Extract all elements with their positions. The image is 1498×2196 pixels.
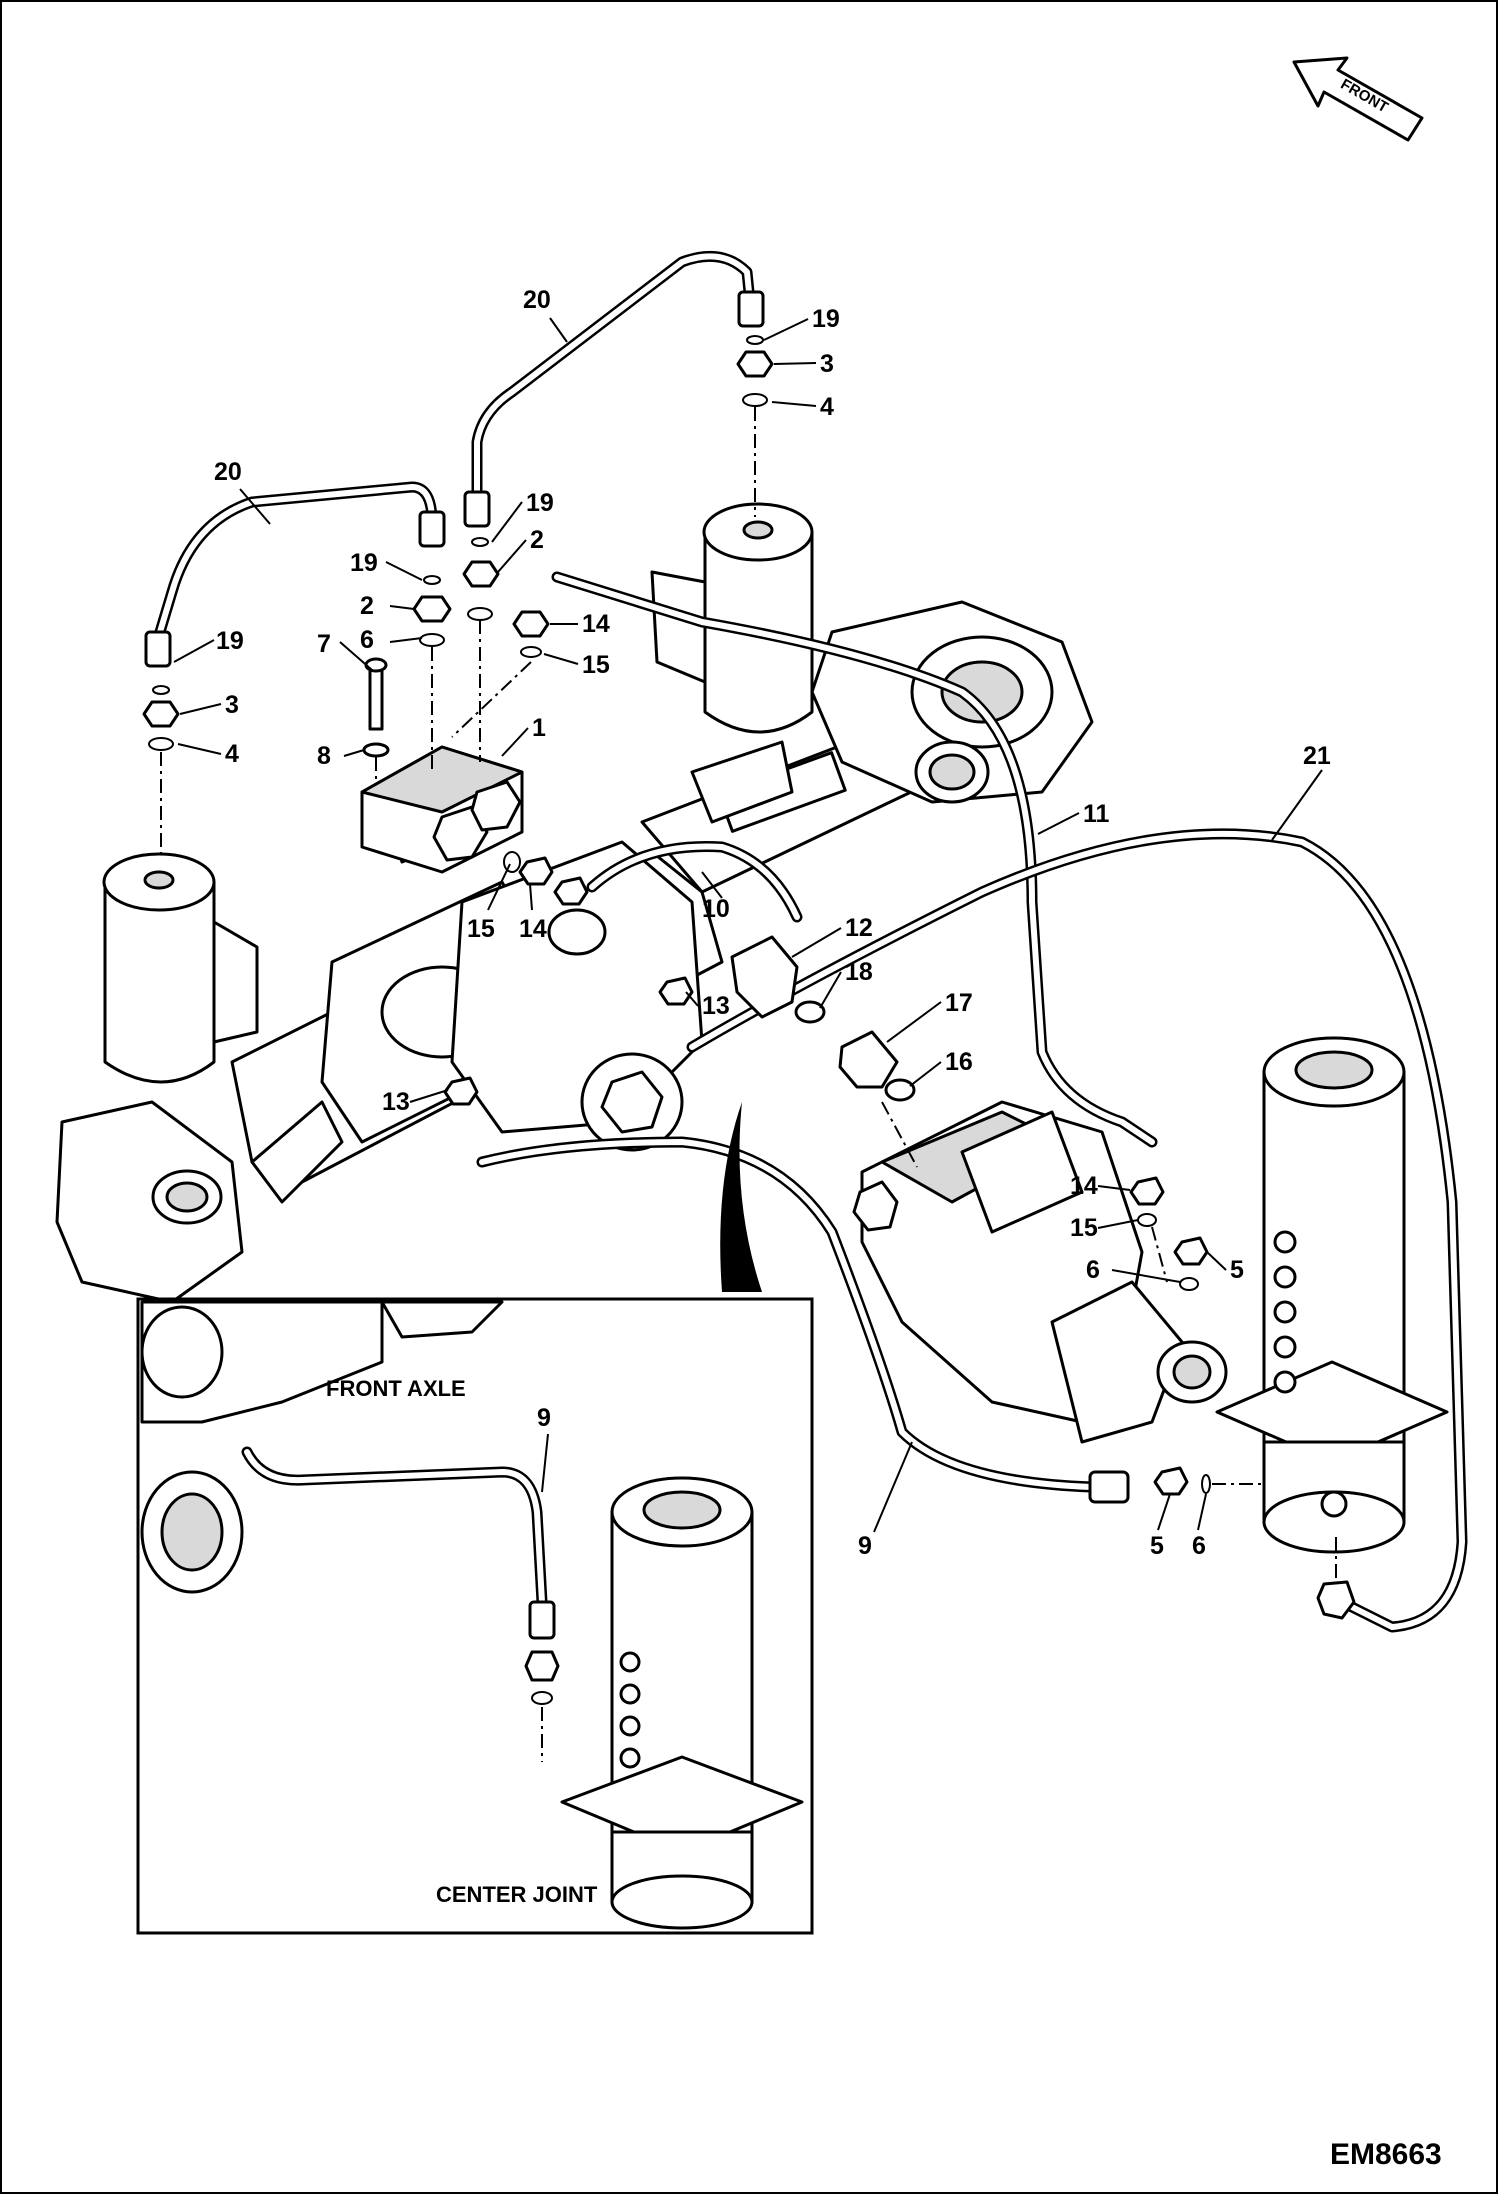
leader-line [529,883,533,911]
callout-14: 14 [519,915,547,943]
leader-line [541,1433,549,1493]
callout-11: 11 [1083,800,1110,828]
hose-11 [551,571,1158,1148]
leader-line [1197,1493,1207,1531]
callout-14: 14 [1070,1172,1098,1200]
center-lines [160,407,1337,1580]
hose-10 [586,841,803,923]
leader-line [549,317,568,343]
leader-line [1206,1251,1227,1271]
front-direction-arrow: FRONT [1292,56,1424,142]
tube-20-left [144,481,446,668]
leader-line [385,561,423,581]
callout-19: 19 [216,627,244,655]
callout-9: 9 [537,1404,551,1432]
callout-15: 15 [1070,1214,1098,1242]
callout-19: 19 [350,549,378,577]
leader-line [389,605,415,610]
diagram-code: EM8663 [1330,2138,1442,2171]
hose-9 [476,1136,1118,1493]
leader-line [487,863,511,911]
leader-line [886,1001,942,1043]
leader-line [685,991,699,1007]
callout-19: 19 [812,305,840,333]
center-joint-label: CENTER JOINT [436,1882,598,1907]
callout-5: 5 [1150,1532,1164,1560]
callout-20: 20 [214,458,242,486]
callout-2: 2 [360,592,374,620]
callout-13: 13 [382,1088,410,1116]
callout-9: 9 [858,1532,872,1560]
callout-1: 1 [532,714,546,742]
callout-7: 7 [317,630,331,658]
leader-line [239,488,271,525]
leader-line [873,1441,913,1533]
leader-line [819,971,842,1009]
leader-line [179,703,222,715]
callout-6: 6 [360,626,374,654]
callout-6: 6 [1086,1256,1100,1284]
leader-line [343,749,365,757]
callout-21: 21 [1303,742,1331,770]
leader-line [773,362,817,365]
leader-line [409,1089,449,1103]
leader-line [1037,812,1080,835]
callout-19: 19 [526,489,554,517]
callout-15: 15 [467,915,495,943]
callout-17: 17 [945,989,973,1017]
inset-detail: FRONT AXLE CENTER JOINT [136,1297,814,1935]
callout-16: 16 [945,1048,973,1076]
leader-line [1097,1185,1131,1191]
callout-6: 6 [1192,1532,1206,1560]
leader-line [1097,1219,1139,1229]
callout-4: 4 [820,393,834,421]
leader-line [771,401,817,407]
front-axle-label: FRONT AXLE [326,1376,466,1401]
leader-line [177,743,222,755]
callout-leaders [173,317,1323,1533]
callout-3: 3 [820,350,834,378]
callout-10: 10 [702,895,730,923]
callout-13: 13 [702,992,730,1020]
callout-15: 15 [582,651,610,679]
valve-block [360,745,524,874]
callout-labels: 20 19 3 4 20 19 3 4 19 2 6 7 8 1 19 2 14… [214,286,1331,1560]
leader-line [791,927,842,958]
callout-3: 3 [225,691,239,719]
leader-line [497,539,527,573]
leader-line [173,639,215,663]
callout-8: 8 [317,742,331,770]
leader-line [501,727,529,757]
left-cylinder [102,852,259,1084]
leader-line [1157,1493,1171,1531]
leader-line [909,1061,942,1087]
leader-line [491,501,523,543]
center-joint [1215,1036,1449,1554]
hydraulic-motor [852,1100,1228,1444]
hose-21 [686,828,1468,1633]
callout-12: 12 [845,914,873,942]
leader-line [543,653,579,665]
leader-line [701,871,723,899]
fittings [142,335,1356,1620]
tube-20-right [463,250,765,528]
callout-18: 18 [845,958,873,986]
callout-2: 2 [530,526,544,554]
inset-pointer [720,1102,762,1292]
callout-14: 14 [582,610,610,638]
callout-4: 4 [225,740,239,768]
leader-line [339,641,373,671]
callout-5: 5 [1230,1256,1244,1284]
leader-line [763,318,809,341]
leader-line [1111,1269,1181,1283]
leader-line [389,637,423,643]
callout-20: 20 [523,286,551,314]
leader-line [1271,769,1323,841]
